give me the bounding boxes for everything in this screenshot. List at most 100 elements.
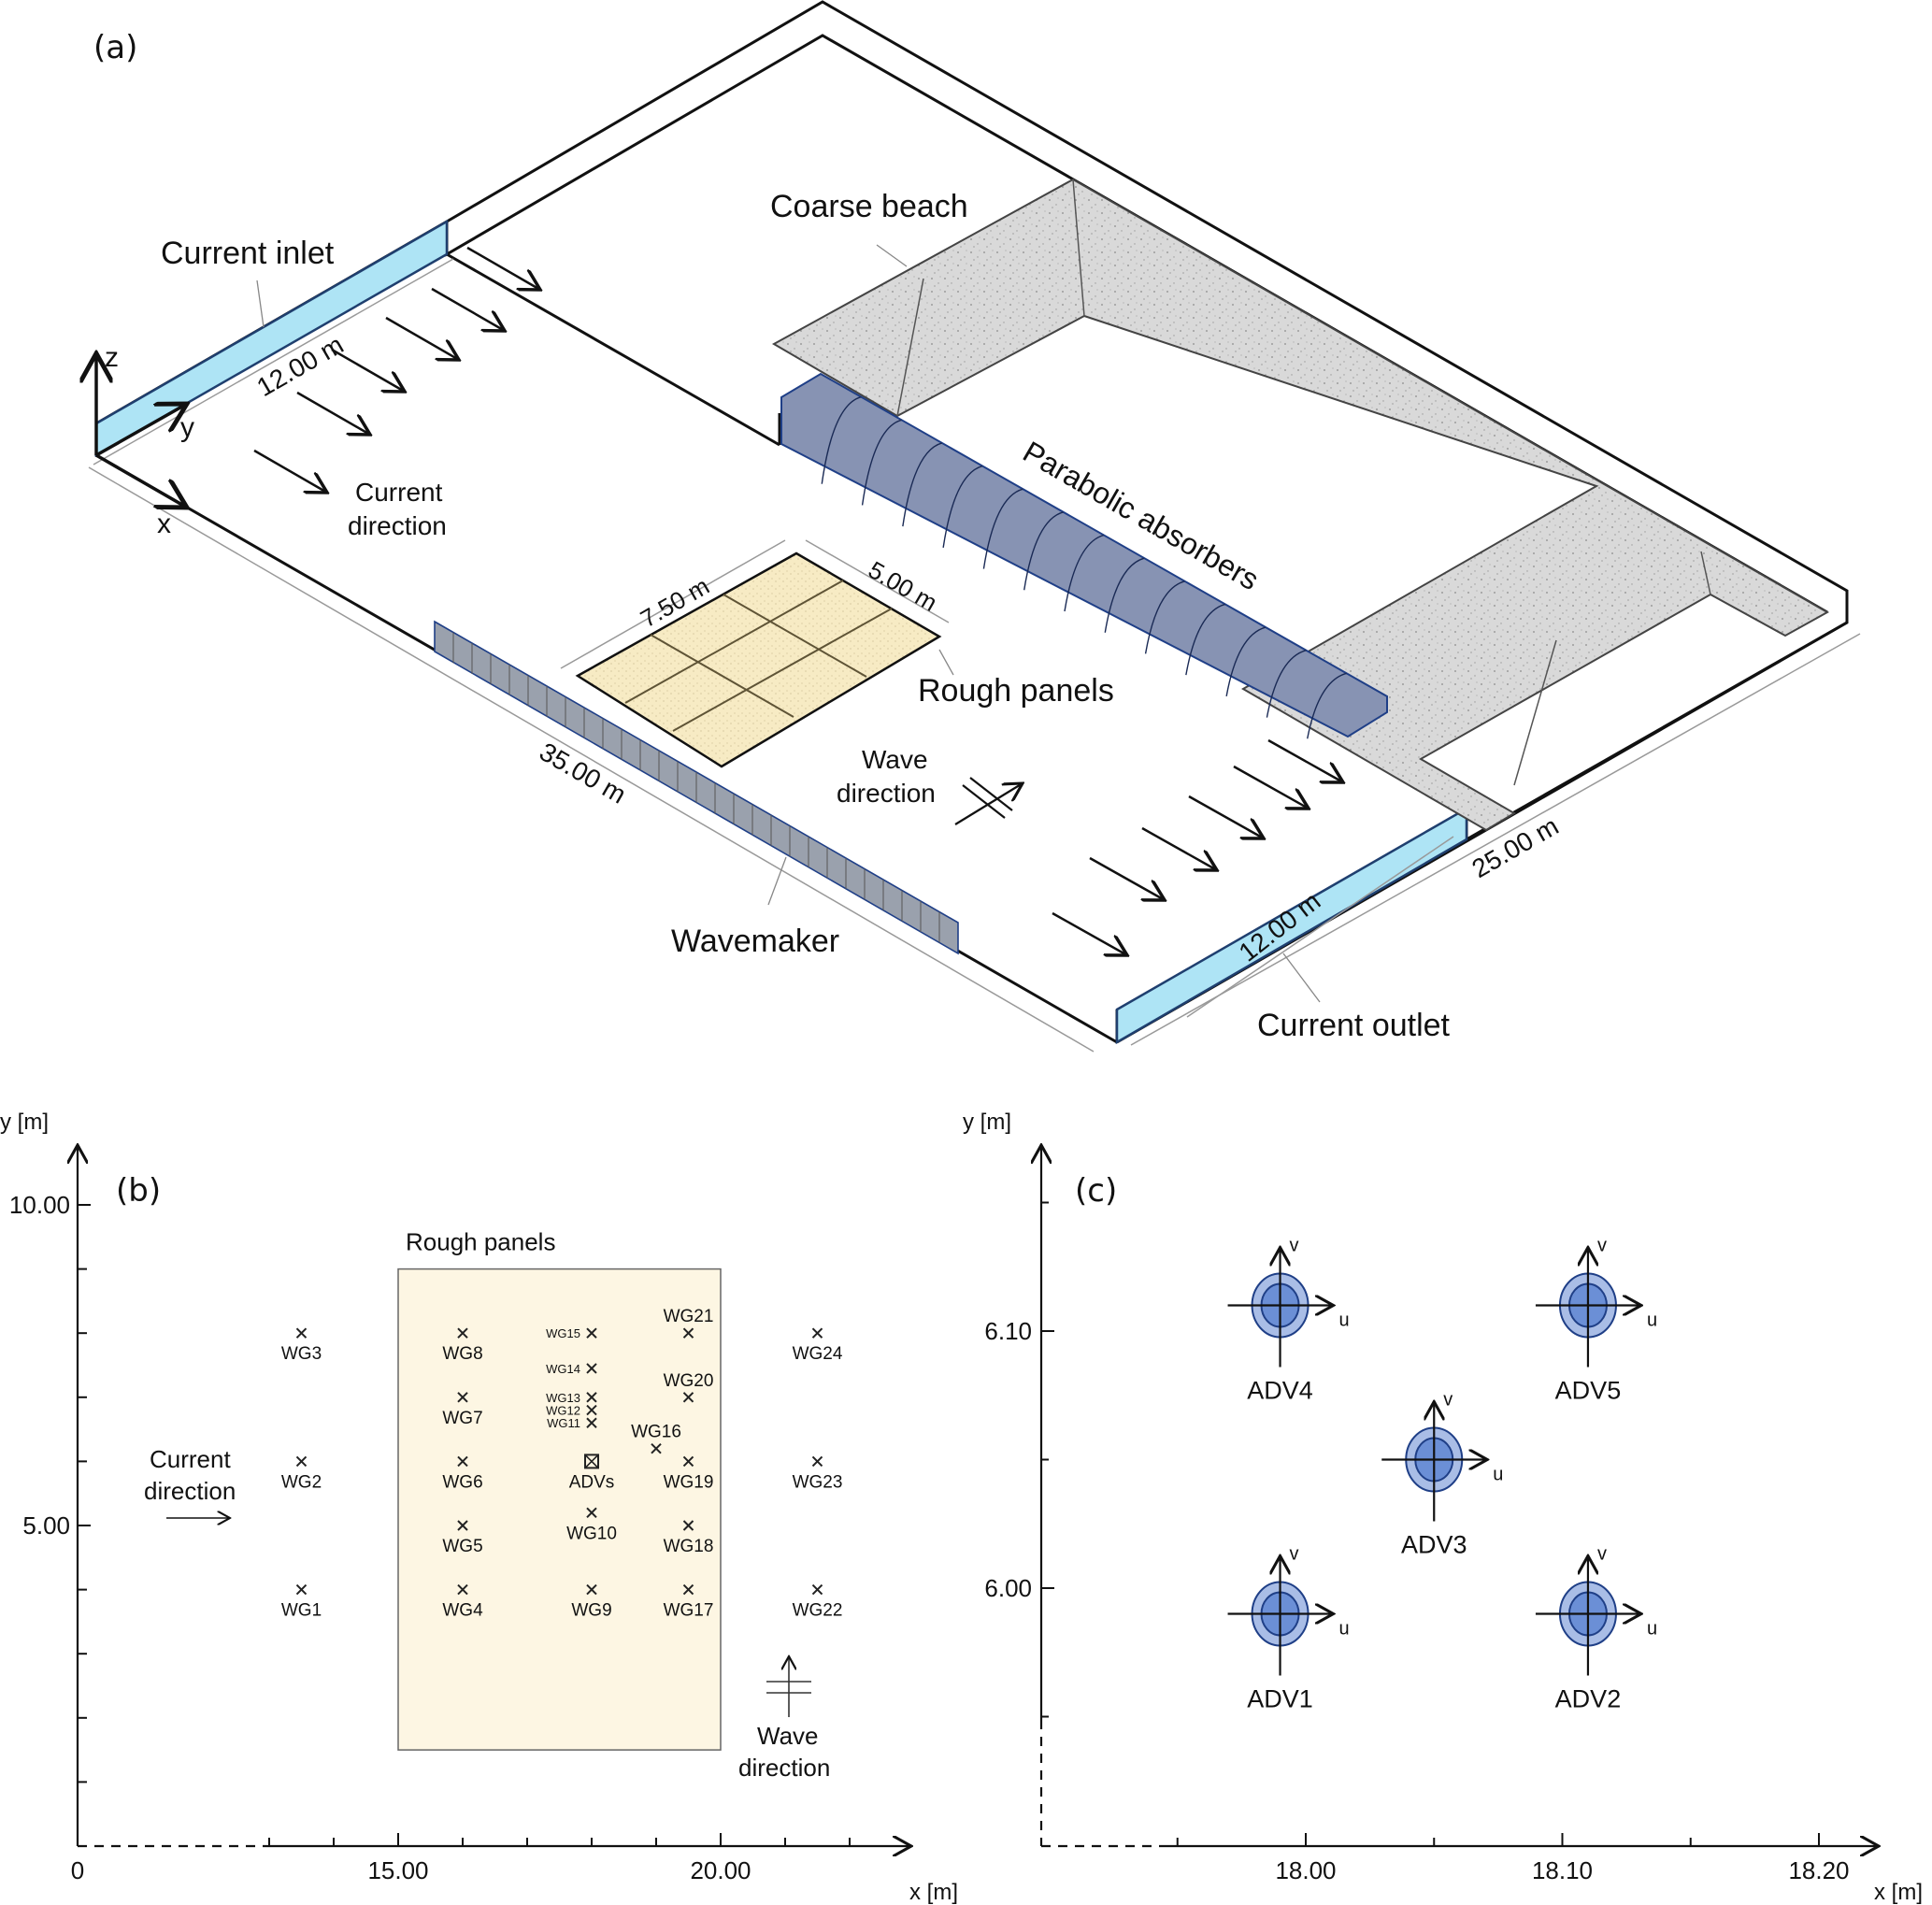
- wave-gauge-wg21: WG21: [664, 1307, 714, 1339]
- gauge-label: WG2: [281, 1472, 322, 1492]
- u-label: u: [1647, 1619, 1657, 1640]
- panel-a: (a): [88, 0, 1861, 1053]
- wave-gauge-wg24: WG24: [793, 1327, 843, 1364]
- wave-gauge-wg22: WG22: [793, 1583, 843, 1621]
- y-tick-label: 10.00: [9, 1191, 70, 1219]
- gauge-marker-icon: [811, 1455, 823, 1468]
- wave-gauge-wg19: WG19: [664, 1455, 713, 1492]
- y-tick-label: 5.00: [22, 1511, 70, 1540]
- panel-b-axes: [78, 1145, 911, 1846]
- gauge-marker-icon: [586, 1327, 597, 1339]
- rough-panels-label: Rough panels: [406, 1228, 555, 1256]
- gauge-label: WG20: [664, 1371, 714, 1391]
- gauge-marker-icon: [586, 1417, 597, 1428]
- current-direction-arrow: [1267, 738, 1343, 782]
- v-label: v: [1443, 1390, 1453, 1411]
- label-current-direction-2: direction: [348, 511, 447, 540]
- gauge-label: WG15: [546, 1326, 580, 1340]
- coarse-beach: [771, 178, 1830, 832]
- current-direction-arrow: [1188, 795, 1264, 838]
- current-direction-arrow: [253, 449, 327, 493]
- gauge-label: WG10: [566, 1524, 617, 1543]
- y-tick-label: 6.00: [984, 1574, 1032, 1602]
- gauge-marker-icon: [295, 1583, 308, 1596]
- label-current-outlet: Current outlet: [1257, 1008, 1451, 1043]
- adv-label: ADV3: [1401, 1531, 1467, 1559]
- absorber-rib: [1225, 626, 1267, 696]
- wave-direction-label-1: Wave: [757, 1722, 819, 1750]
- gauge-marker-icon: [682, 1327, 694, 1339]
- panel-b-tag: (b): [116, 1172, 161, 1210]
- label-wave-direction-1: Wave: [862, 745, 928, 774]
- gauge-marker-icon: [457, 1455, 468, 1468]
- x-tick-label: 15.00: [367, 1856, 428, 1884]
- panel-a-axes: [96, 353, 187, 508]
- label-current-direction-1: Current: [355, 478, 443, 507]
- y-tick-label: 6.10: [984, 1317, 1032, 1345]
- current-outlet: [1115, 806, 1468, 1045]
- gauge-label: WG18: [664, 1537, 714, 1556]
- absorber-rib: [1266, 650, 1307, 718]
- panel-b-xlabel: x [m]: [909, 1880, 958, 1905]
- gauge-marker-icon: [682, 1520, 694, 1531]
- current-direction-label-2: direction: [144, 1477, 236, 1505]
- axis-label-y: y: [180, 412, 194, 443]
- v-label: v: [1597, 1544, 1607, 1565]
- wave-gauge-wg11: WG11: [547, 1416, 597, 1430]
- current-direction-arrow: [1141, 826, 1217, 870]
- x-tick-label: 18.10: [1532, 1856, 1593, 1884]
- gauge-marker-icon: [682, 1583, 694, 1596]
- gauge-label: WG17: [664, 1601, 714, 1621]
- wave-gauge-wg18: WG18: [664, 1520, 714, 1556]
- gauge-label: WG22: [793, 1601, 843, 1621]
- absorber-rib: [861, 419, 902, 506]
- wave-direction-symbol: [954, 777, 1023, 825]
- gauge-label: WG9: [571, 1601, 611, 1621]
- absorber-rib: [1185, 603, 1226, 676]
- beach-edges: [896, 179, 1711, 786]
- panel-a-tag: (a): [93, 29, 137, 66]
- current-direction-arrow: [296, 391, 370, 435]
- gauge-label: WG8: [442, 1344, 482, 1364]
- adv-label: ADV2: [1555, 1685, 1622, 1713]
- adv-cluster-label: ADVs: [569, 1472, 615, 1492]
- label-wave-direction-2: direction: [837, 779, 936, 808]
- wave-gauges: WG1WG2WG3WG4WG5WG6WG7WG8WG9WG10WG11WG12W…: [281, 1307, 843, 1620]
- panel-c-tag: (c): [1075, 1172, 1117, 1210]
- gauge-label: WG1: [281, 1601, 322, 1621]
- x-tick-label: 20.00: [690, 1856, 751, 1884]
- rough-panel-grid: [624, 580, 893, 732]
- gauge-marker-icon: [457, 1583, 468, 1596]
- absorber-rib: [942, 465, 983, 548]
- rough-panels: [575, 551, 942, 768]
- wave-gauge-wg10: WG10: [566, 1507, 617, 1543]
- label-current-inlet: Current inlet: [161, 236, 335, 271]
- gauge-marker-icon: [586, 1363, 597, 1374]
- v-label: v: [1597, 1236, 1607, 1256]
- gauge-label: WG5: [442, 1537, 482, 1556]
- u-label: u: [1339, 1619, 1350, 1640]
- gauge-marker-icon: [586, 1392, 597, 1403]
- wave-gauge-wg20: WG20: [664, 1371, 714, 1403]
- dimension-lines: [88, 258, 1861, 1053]
- adv-cluster-box-icon: [584, 1454, 599, 1469]
- gauge-label: WG24: [793, 1344, 843, 1364]
- absorber-ribs: [821, 395, 1347, 739]
- gauge-label: WG21: [664, 1307, 714, 1326]
- gauge-label: WG7: [442, 1409, 482, 1428]
- absorber-rib: [1104, 557, 1145, 633]
- panel-b-wave-direction-symbol: [766, 1656, 811, 1717]
- wave-gauge-wg2: WG2: [281, 1455, 322, 1492]
- adv-label: ADV5: [1555, 1377, 1622, 1405]
